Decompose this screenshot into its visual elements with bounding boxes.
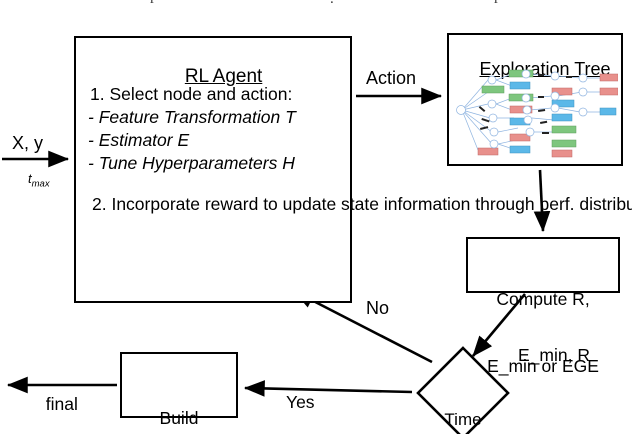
- time-over-decision-diamond: [416, 346, 510, 434]
- clipped-text-fragments: r. r: [0, 0, 632, 6]
- arrow-decision-yes-to-ensemble: [243, 380, 413, 397]
- final-model-label: final model: [38, 348, 86, 434]
- tree-node-circles: [456, 69, 588, 149]
- yes-edge-label: Yes: [286, 392, 315, 412]
- rl-agent-title-text: RL Agent: [184, 66, 263, 88]
- rl-agent-action-tune-hyperparameters: - Tune Hyperparameters H: [88, 153, 295, 173]
- emin-r-edge-label: E_min, R: [518, 345, 590, 365]
- action-edge-label: Action: [366, 68, 417, 88]
- input-data-label: X, y: [12, 133, 44, 153]
- build-ensemble-label: Build Ensemble: [120, 362, 238, 434]
- final-model-line1: final: [45, 393, 78, 414]
- time-over-line1: Time: [444, 410, 482, 430]
- compute-metrics-label: Compute R, E_min or EGE: [466, 243, 620, 422]
- build-ensemble-box: [120, 352, 238, 418]
- clipped-text-fragment: r: [494, 0, 499, 6]
- input-time-budget-symbol: t: [28, 171, 32, 186]
- arrow-compute-to-decision: [472, 293, 526, 357]
- compute-metrics-line1: Compute R,: [496, 288, 590, 309]
- exploration-tree-box: [447, 33, 623, 166]
- rl-agent-action-estimator: - Estimator E: [88, 130, 190, 150]
- rl-agent-step2-text: 2. Incorporate reward to update state in…: [92, 194, 632, 214]
- compute-metrics-box: [466, 237, 620, 293]
- clipped-text-fragment: r: [150, 0, 155, 6]
- rl-agent-action-feature-transformation: - Feature Transformation T: [88, 107, 296, 127]
- input-time-budget-label: tmax: [28, 171, 50, 190]
- arrow-tree-to-compute: [533, 169, 551, 233]
- clipped-text-fragment: .: [330, 0, 334, 6]
- rl-agent-box: [74, 36, 352, 303]
- exploration-tree-graph: [456, 69, 618, 158]
- no-edge-label: No: [366, 298, 390, 318]
- rl-agent-title: RL Agent: [74, 44, 352, 111]
- tree-edge-ticks: [478, 74, 572, 134]
- compute-metrics-line2: E_min or EGE: [487, 355, 599, 376]
- input-time-budget-subscript: max: [31, 178, 50, 190]
- build-ensemble-line1: Build: [159, 407, 199, 428]
- rl-agent-step1-heading: 1. Select node and action:: [90, 84, 293, 104]
- time-over-decision-label: Time Over?: [415, 370, 511, 434]
- tree-node-boxes: [477, 69, 618, 158]
